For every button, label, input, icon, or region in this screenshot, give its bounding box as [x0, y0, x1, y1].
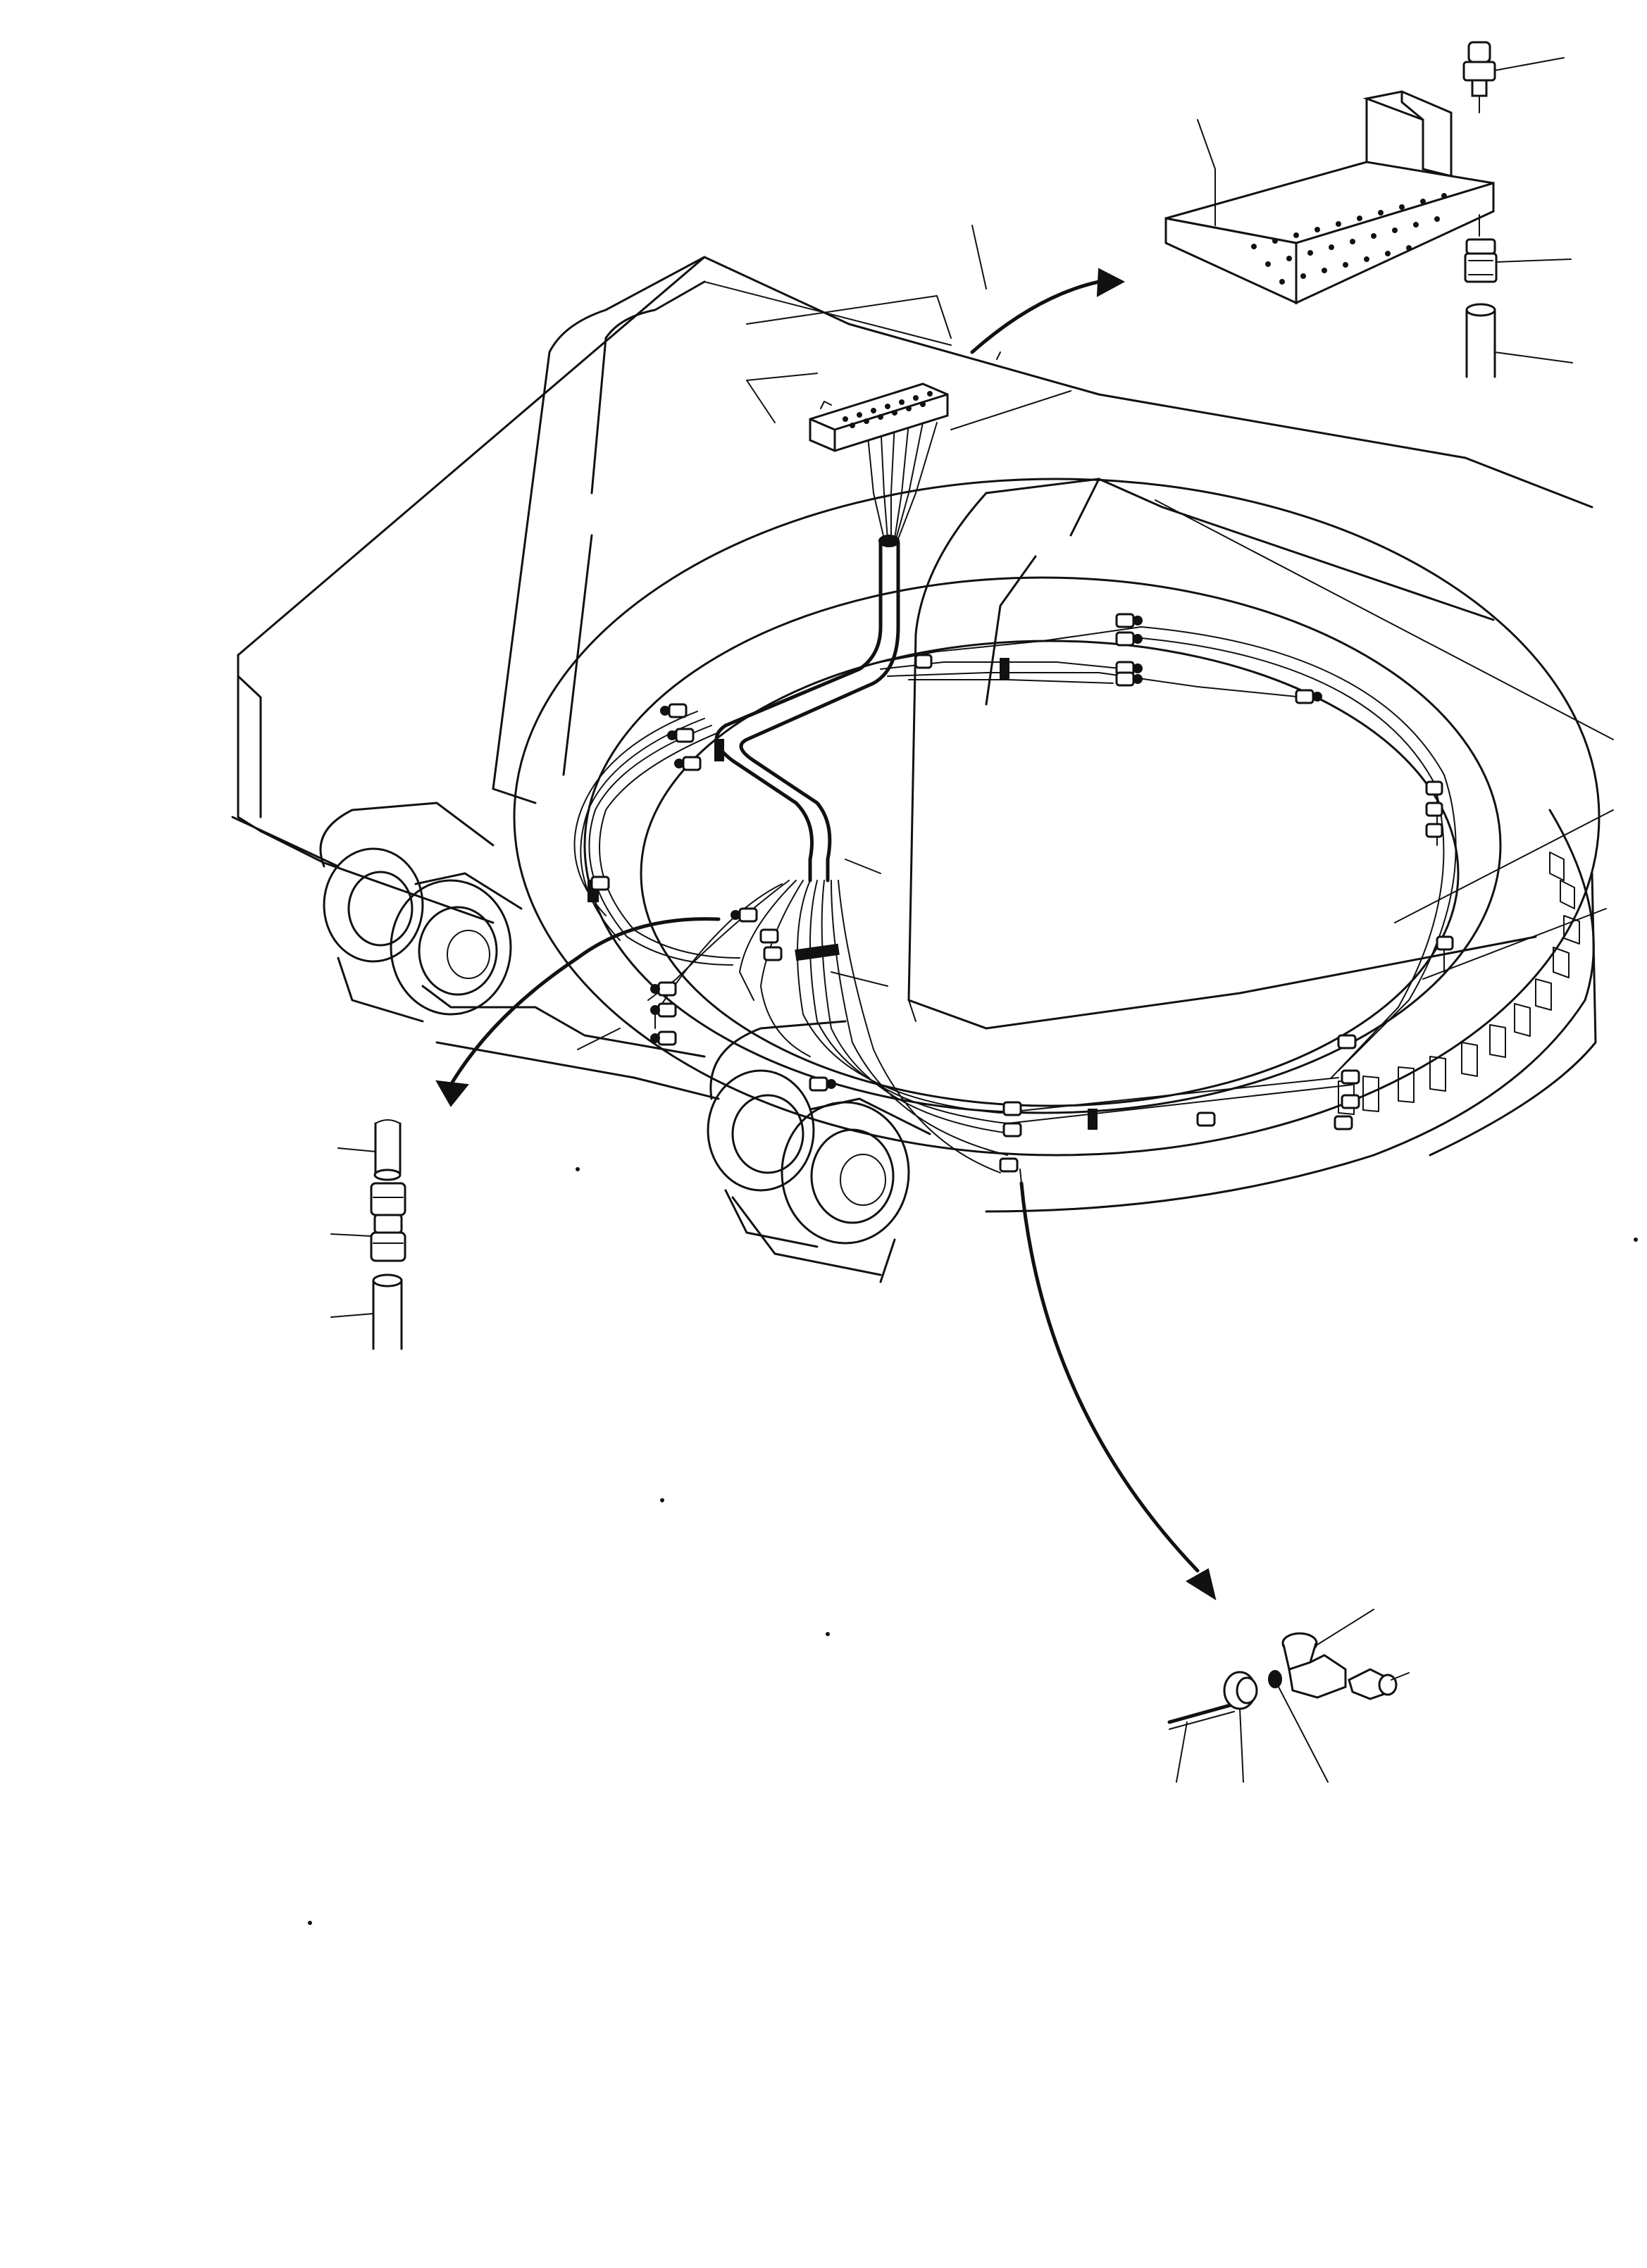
fitting — [1341, 1069, 1360, 1085]
fittings — [590, 613, 1454, 1173]
fitting — [1425, 823, 1443, 838]
fitting — [1295, 689, 1322, 704]
elbow-nipple-detail — [1348, 1668, 1410, 1700]
fitting — [1334, 1115, 1353, 1130]
union-fitting-detail — [330, 1182, 406, 1262]
fitting — [914, 654, 933, 669]
hose-detail — [1465, 303, 1573, 378]
fitting — [1337, 1034, 1357, 1049]
fitting — [1115, 631, 1143, 647]
fitting — [809, 1076, 836, 1092]
scan-specks — [308, 1167, 1638, 1925]
fitting — [1425, 802, 1443, 817]
detail-top-right — [1164, 41, 1573, 378]
fitting — [650, 1030, 677, 1046]
leader-lines — [577, 225, 1614, 1050]
boom-foot-bosses — [319, 802, 931, 1248]
fitting — [731, 907, 758, 923]
fitting — [590, 876, 610, 891]
nut-detail — [1223, 1671, 1258, 1783]
detail-bottom-right — [1167, 1609, 1410, 1783]
fitting — [667, 728, 695, 743]
connector-holes — [843, 391, 933, 428]
callout-arrows — [435, 268, 1217, 1601]
fitting — [759, 928, 779, 944]
fitting — [1115, 671, 1143, 687]
washer-detail — [1268, 1670, 1329, 1783]
fitting — [660, 703, 688, 718]
grease-nipple-detail — [1462, 41, 1565, 113]
swing-circle — [513, 478, 1601, 1213]
fitting — [1002, 1101, 1022, 1116]
fitting — [674, 756, 702, 771]
tube-detail — [1167, 1702, 1235, 1783]
fitting — [1002, 1122, 1022, 1138]
fitting — [650, 981, 677, 997]
hose-upper-detail — [337, 1119, 402, 1181]
elbow-fitting-detail — [1281, 1609, 1374, 1699]
ring-gear-teeth — [1338, 852, 1580, 1115]
detail-left — [330, 1119, 406, 1350]
fitting — [1196, 1111, 1216, 1127]
frame-connector-block — [809, 382, 1071, 452]
fitting — [999, 1157, 1019, 1173]
connector-block-detail — [1164, 90, 1495, 305]
fitting — [1341, 1094, 1360, 1109]
hose-lower-detail — [330, 1273, 403, 1350]
fitting — [1115, 613, 1143, 628]
fitting — [650, 1002, 677, 1018]
fitting — [1425, 780, 1443, 796]
grease-line-harness — [573, 422, 1457, 1173]
fitting — [763, 946, 783, 961]
adapter-nut-detail — [1464, 214, 1572, 283]
fitting — [1436, 935, 1454, 951]
block-holes — [1251, 193, 1447, 285]
